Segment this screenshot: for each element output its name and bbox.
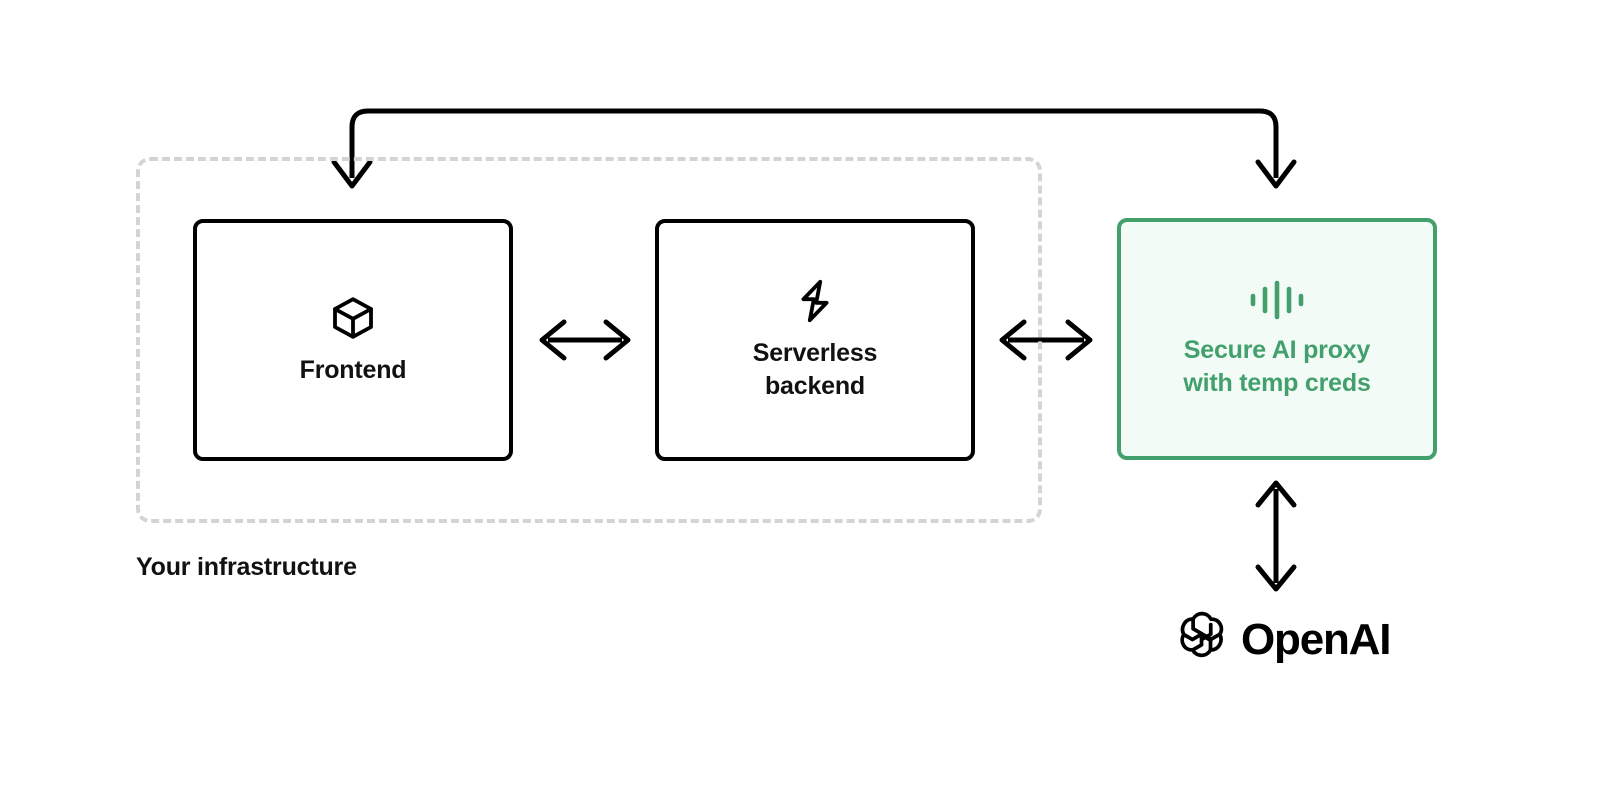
node-backend[interactable]: Serverless backend — [655, 219, 975, 461]
openai-external-service[interactable]: OpenAI — [1173, 608, 1391, 671]
node-frontend-label: Frontend — [299, 355, 407, 384]
node-proxy-label: Secure AI proxy with temp creds — [1183, 336, 1371, 397]
cube-icon — [329, 294, 377, 342]
openai-logo-icon — [1173, 608, 1231, 671]
node-frontend[interactable]: Frontend — [193, 219, 513, 461]
node-proxy[interactable]: Secure AI proxy with temp creds — [1117, 218, 1437, 460]
audio-waveform-icon — [1247, 278, 1307, 322]
connector-proxy-openai — [1255, 480, 1297, 592]
openai-wordmark: OpenAI — [1241, 614, 1391, 664]
infrastructure-boundary-label: Your infrastructure — [136, 553, 357, 581]
lightning-bolt-icon — [791, 277, 839, 325]
infrastructure-boundary — [136, 157, 1042, 523]
node-backend-label: Serverless backend — [752, 339, 878, 400]
